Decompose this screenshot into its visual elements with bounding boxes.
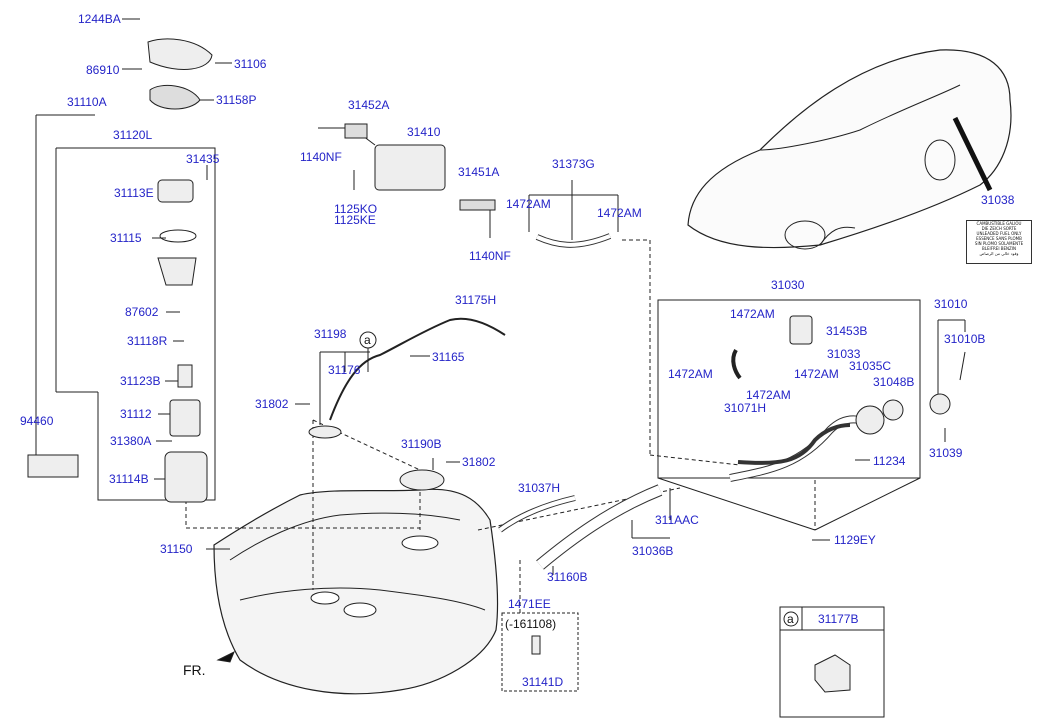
- fuel-label-line: وقود خالي من الرصاص: [979, 251, 1019, 256]
- part-label-1125KO[interactable]: 1125KO: [334, 202, 378, 216]
- fuel-label-line: UNLEADED FUEL ONLY: [976, 231, 1022, 236]
- part-label-94460[interactable]: 94460: [20, 414, 54, 428]
- part-label-1472AM-2[interactable]: 1472AM: [597, 206, 642, 220]
- part-label-31010B[interactable]: 31010B: [944, 332, 986, 346]
- part-label-31380A[interactable]: 31380A: [110, 434, 152, 448]
- part-label-11234[interactable]: 11234: [873, 454, 906, 468]
- part-label-1140NF[interactable]: 1140NF: [300, 150, 342, 164]
- part-label-31165[interactable]: 31165: [432, 350, 465, 364]
- part-label-31451A[interactable]: 31451A: [458, 165, 500, 179]
- part-label-1472AM-5[interactable]: 1472AM: [794, 367, 839, 381]
- part-label-31435[interactable]: 31435: [186, 152, 220, 166]
- part-label-31123B[interactable]: 31123B: [120, 374, 161, 388]
- fuel-label-line: BLEIFREI BENZIN: [982, 246, 1016, 251]
- part-label-31176[interactable]: 31176: [328, 363, 361, 377]
- part-label-86910[interactable]: 86910: [86, 63, 120, 77]
- part-label-31158P[interactable]: 31158P: [216, 93, 257, 107]
- front-direction-label: FR.: [183, 662, 206, 678]
- part-label-31113E[interactable]: 31113E: [114, 186, 154, 200]
- part-label-31071H[interactable]: 31071H: [724, 401, 767, 415]
- part-label-311AAC[interactable]: 311AAC: [655, 513, 699, 527]
- part-label-31160B[interactable]: 31160B: [547, 570, 588, 584]
- part-label-31033[interactable]: 31033: [827, 347, 861, 361]
- part-label-1140NF-2[interactable]: 1140NF: [469, 249, 511, 263]
- part-label-31110A[interactable]: 31110A: [67, 95, 107, 109]
- part-label-31106[interactable]: 31106: [234, 57, 267, 71]
- part-label-31120L[interactable]: 31120L: [113, 128, 153, 142]
- part-label-31410[interactable]: 31410: [407, 125, 441, 139]
- fuel-label-line: SIN PLOMO SOLAMENTE: [974, 241, 1024, 246]
- part-label-31141D[interactable]: 31141D: [522, 675, 564, 689]
- part-label-31010[interactable]: 31010: [934, 297, 968, 311]
- detail-ref-a: a: [364, 333, 371, 347]
- part-label-31035C[interactable]: 31035C: [849, 359, 892, 373]
- fuel-label-line: DIE ZEICH SORTE: [981, 226, 1017, 231]
- part-label-1471EE[interactable]: 1471EE: [508, 597, 551, 611]
- part-label-31036B[interactable]: 31036B: [632, 544, 674, 558]
- part-label-31114B[interactable]: 31114B: [109, 472, 149, 486]
- part-label-31115[interactable]: 31115: [110, 231, 142, 245]
- part-label-31190B[interactable]: 31190B: [401, 437, 442, 451]
- part-label-1472AM[interactable]: 1472AM: [506, 197, 551, 211]
- part-label-87602[interactable]: 87602: [125, 305, 159, 319]
- part-label-31198[interactable]: 31198: [314, 327, 347, 341]
- detail-box-ref: a: [787, 612, 794, 626]
- part-label-31038[interactable]: 31038: [981, 193, 1015, 207]
- part-label-1125KE[interactable]: 1125KE: [334, 213, 376, 227]
- part-label-1472AM-6[interactable]: 1472AM: [746, 388, 791, 402]
- part-label-1244BA[interactable]: 1244BA: [78, 12, 121, 26]
- fuel-label-decal: CAMBUSTIBLE GALIOU DIE ZEICH SORTE UNLEA…: [966, 220, 1032, 264]
- fuel-label-line: CAMBUSTIBLE GALIOU: [976, 221, 1022, 226]
- part-label-31802-2[interactable]: 31802: [462, 455, 496, 469]
- part-label-31048B[interactable]: 31048B: [873, 375, 915, 389]
- part-label-31802[interactable]: 31802: [255, 397, 289, 411]
- part-label-31373G[interactable]: 31373G: [552, 157, 595, 171]
- date-note: (-161108): [505, 617, 557, 631]
- fuel-label-line: ESSENCE SANS PLOMB: [976, 236, 1022, 241]
- part-label-31037H[interactable]: 31037H: [518, 481, 561, 495]
- part-label-31452A[interactable]: 31452A: [348, 98, 390, 112]
- part-label-31112[interactable]: 31112: [120, 407, 152, 421]
- part-label-1129EY[interactable]: 1129EY: [834, 533, 876, 547]
- part-label-1472AM-4[interactable]: 1472AM: [668, 367, 713, 381]
- part-label-31177B[interactable]: 31177B: [818, 612, 859, 626]
- part-label-31175H[interactable]: 31175H: [455, 293, 497, 307]
- part-label-31118R[interactable]: 31118R: [127, 334, 168, 348]
- part-label-31039[interactable]: 31039: [929, 446, 963, 460]
- part-label-31150[interactable]: 31150: [160, 542, 193, 556]
- part-label-31453B[interactable]: 31453B: [826, 324, 868, 338]
- part-label-1472AM-3[interactable]: 1472AM: [730, 307, 775, 321]
- part-label-31030[interactable]: 31030: [771, 278, 805, 292]
